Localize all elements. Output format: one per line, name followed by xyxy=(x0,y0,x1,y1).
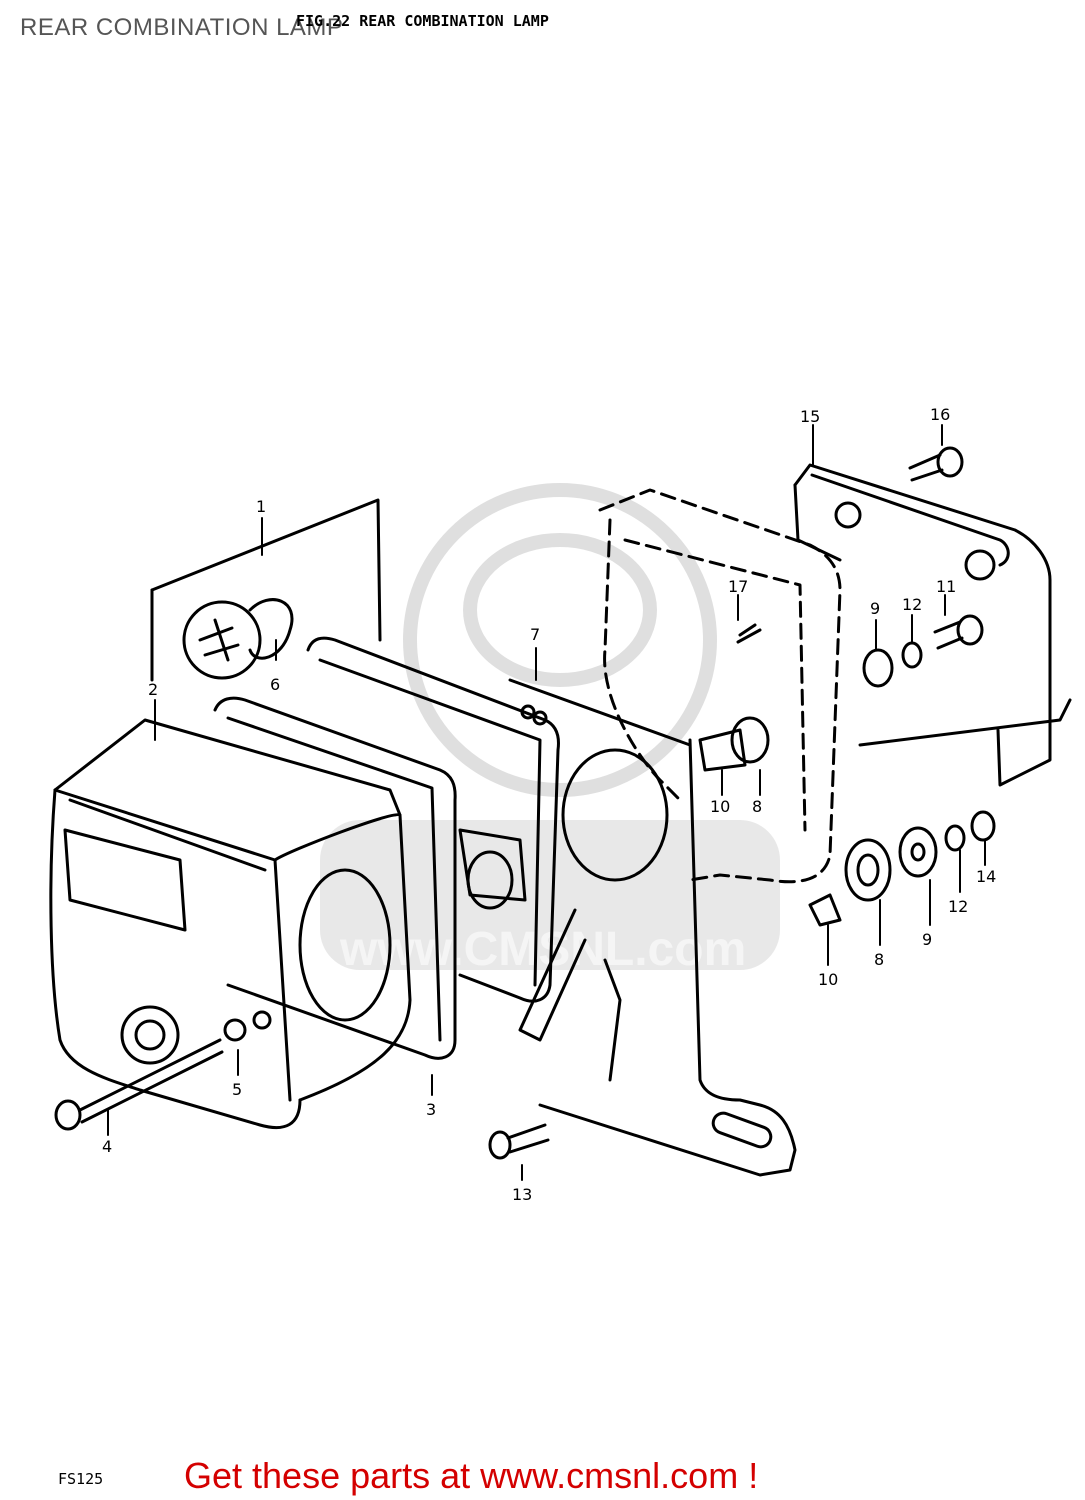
screw-13 xyxy=(488,1123,550,1160)
callout-8-upper: 8 xyxy=(752,797,762,816)
screw-17 xyxy=(736,623,762,644)
callout-numbers: 1 2 3 4 5 6 7 8 10 9 12 11 13 15 16 17 1… xyxy=(102,405,996,1204)
callout-2: 2 xyxy=(148,680,158,699)
callout-3: 3 xyxy=(426,1100,436,1119)
callout-12-lower: 12 xyxy=(948,897,968,916)
callout-6: 6 xyxy=(270,675,280,694)
callout-4: 4 xyxy=(102,1137,112,1156)
callout-16: 16 xyxy=(930,405,950,424)
watermark-text: www.CMSNL.com xyxy=(339,923,746,976)
screw-11 xyxy=(933,614,984,650)
bulb-panel xyxy=(150,498,382,682)
lower-hardware xyxy=(808,810,996,927)
callout-10-lower: 10 xyxy=(818,970,838,989)
callout-5: 5 xyxy=(232,1080,242,1099)
callout-9-lower: 9 xyxy=(922,930,932,949)
grommet-assembly xyxy=(698,716,770,772)
figure-title: FIG.22 REAR COMBINATION LAMP xyxy=(296,12,549,30)
washer-9-upper xyxy=(862,648,894,688)
callout-11: 11 xyxy=(936,577,956,596)
callout-8-lower: 8 xyxy=(874,950,884,969)
callout-14: 14 xyxy=(976,867,996,886)
mounting-bracket xyxy=(598,488,842,884)
callout-13: 13 xyxy=(512,1185,532,1204)
screw-16 xyxy=(908,446,964,482)
cmsnl-parts-link[interactable]: Get these parts at www.cmsnl.com ! xyxy=(184,1455,759,1496)
page-title: REAR COMBINATION LAMP xyxy=(20,14,344,41)
callout-15: 15 xyxy=(800,407,820,426)
bracket-plate xyxy=(518,738,797,1177)
leader-lines xyxy=(107,424,986,1181)
callout-9-upper: 9 xyxy=(870,599,880,618)
nut-12-upper xyxy=(901,641,923,669)
bulb-socket xyxy=(458,828,527,910)
lens-housing xyxy=(49,718,412,1130)
model-code: FS125 xyxy=(58,1470,104,1488)
rubber-frame xyxy=(306,636,692,1003)
gasket xyxy=(213,696,457,1060)
callout-12-upper: 12 xyxy=(902,595,922,614)
callout-7: 7 xyxy=(530,625,540,644)
callout-10-upper: 10 xyxy=(710,797,730,816)
rear-cover xyxy=(793,463,1072,787)
callout-1: 1 xyxy=(256,497,266,516)
callout-17: 17 xyxy=(728,577,748,596)
long-screw xyxy=(54,1038,224,1131)
